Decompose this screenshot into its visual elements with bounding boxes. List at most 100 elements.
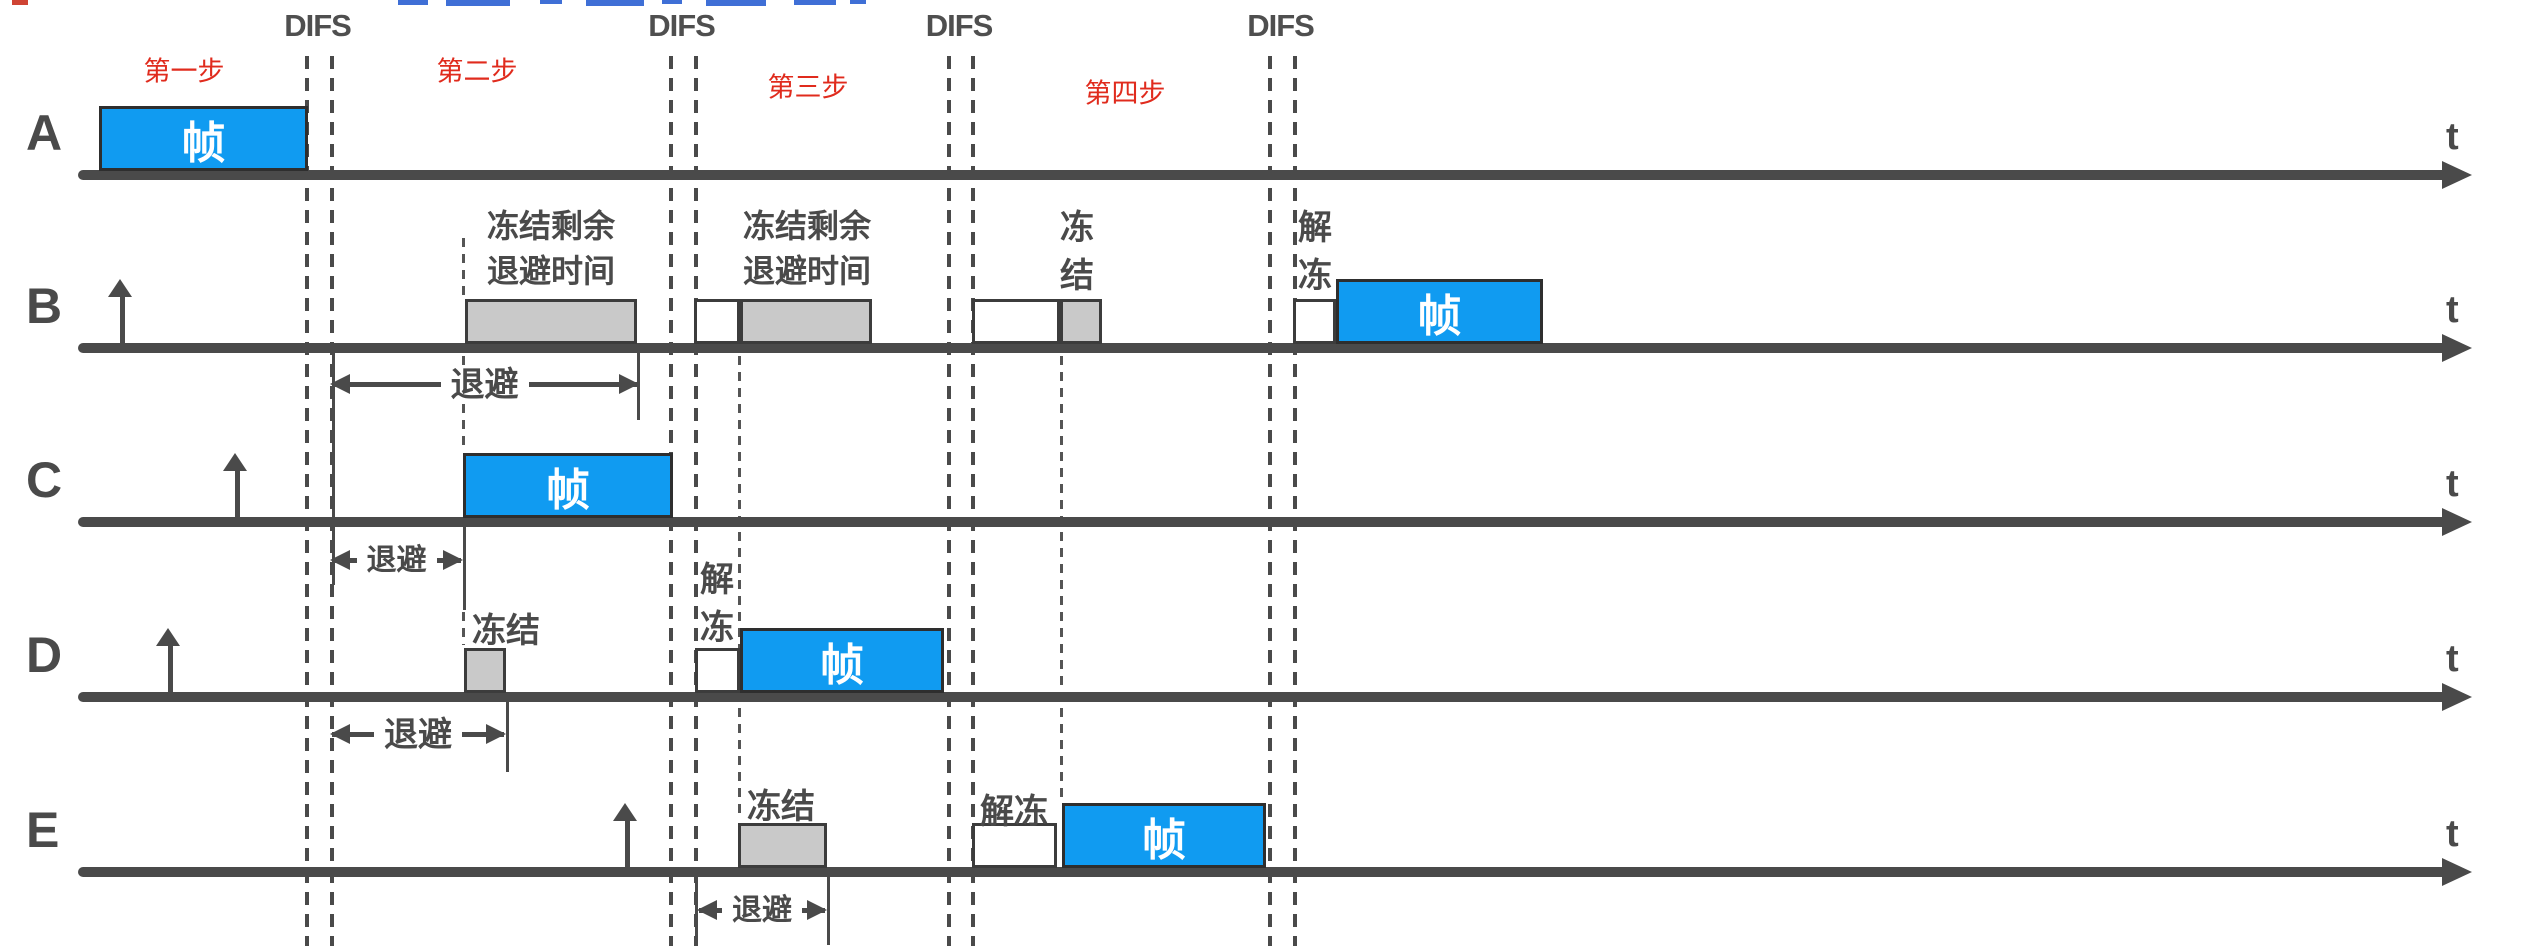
frame-transmission-box: 帧 xyxy=(463,453,673,518)
arrival-arrow-head xyxy=(108,279,132,297)
frame-transmission-box: 帧 xyxy=(1336,279,1543,344)
frame-transmission-box: 帧 xyxy=(740,628,944,693)
backoff-interval-arrow: 退避 xyxy=(330,545,463,576)
time-axis-label: t xyxy=(2446,813,2459,855)
freeze-note: 冻结 xyxy=(472,607,540,655)
station-label: A xyxy=(26,105,63,161)
backoff-arrowhead-right xyxy=(443,550,463,570)
boundary-tick-line xyxy=(506,692,509,772)
time-axis xyxy=(78,343,2445,353)
event-connector-dashed-line xyxy=(738,356,741,816)
time-axis-arrowhead xyxy=(2442,858,2472,886)
time-axis xyxy=(78,170,2445,180)
station-label: C xyxy=(26,452,63,508)
backoff-interval-arrow: 退避 xyxy=(330,367,639,402)
difs-interval-line xyxy=(971,56,975,946)
station-label: B xyxy=(26,278,63,334)
event-connector-dashed-line xyxy=(1060,356,1063,800)
difs-interval-line xyxy=(947,56,951,946)
counting-backoff-box xyxy=(695,648,740,693)
arrival-arrow-stem xyxy=(168,644,173,692)
step-label: 第四步 xyxy=(1084,78,1166,109)
freeze-note: 解冻 xyxy=(1298,204,1332,301)
time-axis-arrowhead xyxy=(2442,161,2472,189)
backoff-arrowhead-right xyxy=(807,900,827,920)
counting-backoff-box xyxy=(694,299,740,344)
frozen-backoff-box xyxy=(465,299,637,344)
time-axis-arrowhead xyxy=(2442,683,2472,711)
difs-interval-line xyxy=(305,56,309,946)
backoff-arrowhead-left xyxy=(330,550,350,570)
freeze-note: 冻结 xyxy=(747,783,815,831)
counting-backoff-box xyxy=(972,299,1060,344)
difs-label: DIFS xyxy=(1247,8,1315,43)
freeze-note-line: 冻 xyxy=(1060,209,1094,247)
backoff-interval-arrow: 退避 xyxy=(697,895,827,926)
freeze-note-line: 冻结 xyxy=(472,612,540,650)
event-connector-dashed-line xyxy=(462,356,465,450)
freeze-note-line: 退避时间 xyxy=(486,253,616,290)
clipped-top-text-fragment xyxy=(850,0,866,4)
backoff-arrowhead-right xyxy=(486,724,506,744)
freeze-note: 冻结剩余退避时间 xyxy=(743,204,871,295)
difs-interval-line xyxy=(1293,56,1297,946)
boundary-tick-line xyxy=(463,527,466,610)
boundary-tick-line xyxy=(332,353,335,585)
difs-label: DIFS xyxy=(648,8,716,43)
freeze-note: 解冻 xyxy=(700,556,734,653)
frozen-backoff-box xyxy=(464,648,506,693)
frozen-backoff-box xyxy=(740,299,872,344)
frame-transmission-box: 帧 xyxy=(99,106,308,171)
backoff-arrowhead-left xyxy=(330,724,350,744)
clipped-top-text-fragment xyxy=(12,0,28,5)
clipped-top-text-fragment xyxy=(706,0,766,6)
backoff-arrowhead-right xyxy=(619,374,639,394)
freeze-note-line: 解 xyxy=(700,561,734,599)
time-axis-arrowhead xyxy=(2442,508,2472,536)
clipped-top-text-fragment xyxy=(540,0,562,4)
time-axis-label: t xyxy=(2446,638,2459,680)
freeze-note-line: 冻结剩余 xyxy=(742,208,872,244)
backoff-arrowhead-left xyxy=(697,900,717,920)
time-axis xyxy=(78,867,2445,877)
frozen-backoff-box xyxy=(738,823,827,868)
freeze-note: 解冻 xyxy=(980,788,1048,836)
arrival-arrow-stem xyxy=(120,295,125,343)
freeze-note-line: 解冻 xyxy=(980,793,1048,831)
difs-label: DIFS xyxy=(284,8,352,43)
arrival-arrow-stem xyxy=(235,469,240,517)
freeze-note-line: 冻 xyxy=(700,609,734,648)
step-label: 第一步 xyxy=(143,56,225,87)
clipped-top-text-fragment xyxy=(662,0,682,4)
frozen-backoff-box xyxy=(1060,299,1102,344)
step-label: 第二步 xyxy=(436,56,518,87)
station-label: E xyxy=(26,802,60,858)
backoff-label: 退避 xyxy=(440,367,529,402)
event-connector-dashed-line xyxy=(462,612,465,645)
freeze-note-line: 冻结 xyxy=(747,788,815,826)
difs-interval-line xyxy=(1268,56,1272,946)
clipped-top-text-fragment xyxy=(398,0,428,5)
arrival-arrow-head xyxy=(156,628,180,646)
counting-backoff-box xyxy=(972,823,1057,868)
backoff-label: 退避 xyxy=(722,895,802,926)
freeze-note-line: 退避时间 xyxy=(742,253,872,290)
clipped-top-text-fragment xyxy=(586,0,644,6)
difs-label: DIFS xyxy=(925,8,994,43)
freeze-note-line: 结 xyxy=(1060,257,1094,296)
backoff-label: 退避 xyxy=(374,717,462,752)
arrival-arrow-head xyxy=(223,453,247,471)
time-axis xyxy=(78,692,2445,702)
backoff-arrowhead-left xyxy=(330,374,350,394)
time-axis-label: t xyxy=(2446,289,2459,331)
freeze-note: 冻结 xyxy=(1060,204,1094,301)
boundary-tick-line xyxy=(827,872,830,945)
difs-interval-line xyxy=(694,56,698,946)
clipped-top-text-fragment xyxy=(794,0,836,5)
arrival-arrow-stem xyxy=(625,819,630,867)
clipped-top-text-fragment xyxy=(446,0,510,6)
freeze-note: 冻结剩余退避时间 xyxy=(487,204,615,295)
arrival-arrow-head xyxy=(613,803,637,821)
time-axis-label: t xyxy=(2446,463,2459,505)
